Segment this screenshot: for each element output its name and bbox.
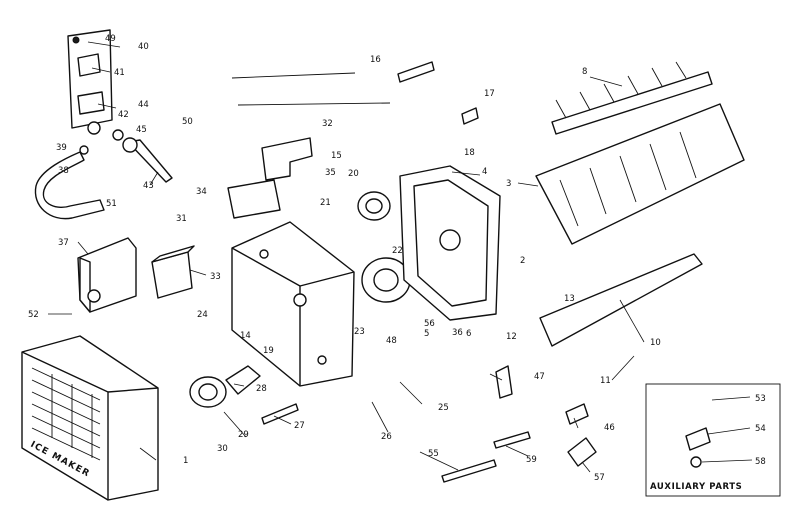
part-27-screw (261, 403, 299, 425)
callout-34: 34 (196, 187, 207, 197)
callout-23: 23 (354, 327, 365, 337)
part-1-front-cover: ICE MAKER (21, 335, 159, 501)
callout-54: 54 (755, 424, 766, 434)
callout-2: 2 (520, 256, 525, 266)
auxiliary-parts-label: AUXILIARY PARTS (650, 482, 742, 492)
callout-25: 25 (438, 403, 449, 413)
part-46-fitting (565, 403, 589, 425)
callout-48: 48 (386, 336, 397, 346)
callout-28: 28 (256, 384, 267, 394)
callout-15: 15 (331, 151, 342, 161)
callout-36: 36 (452, 328, 463, 338)
separator-line-mid (237, 102, 391, 106)
callout-44: 44 (138, 100, 149, 110)
callout-leaders (48, 41, 753, 473)
callout-1: 1 (183, 456, 188, 466)
callout-11: 11 (600, 376, 611, 386)
callout-29: 29 (238, 430, 249, 440)
part-16-shaft (397, 61, 435, 83)
part-29-thermostat (189, 365, 261, 408)
callout-38: 38 (58, 166, 69, 176)
part-8-ejector (551, 61, 713, 135)
callout-53: 53 (755, 394, 766, 404)
part-34-shield (227, 179, 281, 219)
callout-26: 26 (381, 432, 392, 442)
callout-43: 43 (143, 181, 154, 191)
part-38-fill-tube (34, 151, 105, 220)
part-3-ice-mold (535, 103, 745, 245)
callout-33: 33 (210, 272, 221, 282)
callout-58: 58 (755, 457, 766, 467)
part-4-mold-body (399, 165, 501, 321)
part-57-fitting (567, 437, 597, 467)
callout-50: 50 (182, 117, 193, 127)
callout-35: 35 (325, 168, 336, 178)
part-35-bracket (261, 137, 313, 181)
callout-39: 39 (56, 143, 67, 153)
callout-16: 16 (370, 55, 381, 65)
callout-45: 45 (136, 125, 147, 135)
callout-49: 49 (105, 34, 116, 44)
callout-3: 3 (506, 179, 511, 189)
part-24-housing (231, 221, 355, 387)
callout-57: 57 (594, 473, 605, 483)
callout-8: 8 (582, 67, 587, 77)
callout-46: 46 (604, 423, 615, 433)
part-23-gear (361, 257, 411, 303)
callout-labels: 1 2 3 4 5 6 8 10 11 12 13 14 15 16 17 18… (28, 34, 766, 483)
callout-30: 30 (217, 444, 228, 454)
callout-12: 12 (506, 332, 517, 342)
part-33-switch (151, 245, 195, 299)
callout-22: 22 (392, 246, 403, 256)
callout-56: 56 (424, 319, 435, 329)
callout-13: 13 (564, 294, 575, 304)
callout-19: 19 (263, 346, 274, 356)
callout-31: 31 (176, 214, 187, 224)
callout-18: 18 (464, 148, 475, 158)
callout-47: 47 (534, 372, 545, 382)
callout-42: 42 (118, 110, 129, 120)
callout-52: 52 (28, 310, 39, 320)
callout-14: 14 (240, 331, 251, 341)
callout-4: 4 (482, 167, 487, 177)
callout-10: 10 (650, 338, 661, 348)
callout-32: 32 (322, 119, 333, 129)
callout-17: 17 (484, 89, 495, 99)
callout-21: 21 (320, 198, 331, 208)
callout-55: 55 (428, 449, 439, 459)
part-40-mount-bracket (67, 29, 124, 155)
part-37-valve-bracket (77, 237, 137, 313)
callout-59: 59 (526, 455, 537, 465)
callout-27: 27 (294, 421, 305, 431)
part-20-motor (357, 191, 391, 221)
auxiliary-parts-panel: AUXILIARY PARTS (645, 383, 781, 497)
callout-37: 37 (58, 238, 69, 248)
part-59-screw (493, 431, 531, 449)
callout-41: 41 (114, 68, 125, 78)
callout-20: 20 (348, 169, 359, 179)
separator-line-top (231, 72, 356, 79)
callout-40: 40 (138, 42, 149, 52)
part-47-clip (495, 365, 513, 399)
part-17-spacer (461, 107, 479, 125)
callout-51: 51 (106, 199, 117, 209)
callout-6: 6 (466, 329, 471, 339)
part-43-probe (122, 137, 173, 183)
part-55-screw (441, 459, 497, 483)
callout-5: 5 (424, 329, 429, 339)
callout-24: 24 (197, 310, 208, 320)
part-10-stripper (539, 253, 703, 347)
